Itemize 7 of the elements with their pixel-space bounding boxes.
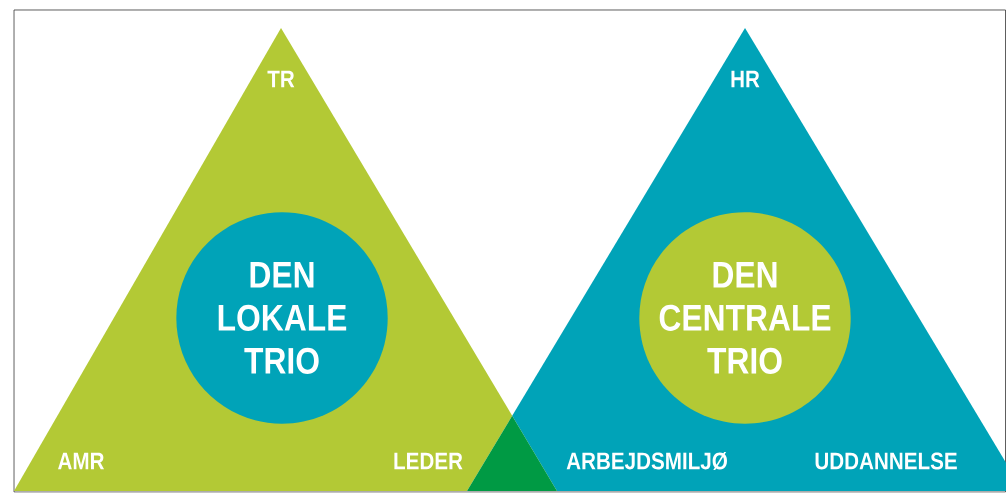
corner-label: ARBEJDSMILJØ <box>566 451 727 471</box>
corner-label: UDDANNELSE <box>815 452 957 470</box>
corner-label: LEDER <box>394 452 463 470</box>
overlap-triangle <box>467 415 557 491</box>
corner-label: TR <box>267 70 295 88</box>
corner-label: AMR <box>58 452 105 470</box>
corner-label: HR <box>731 70 760 88</box>
